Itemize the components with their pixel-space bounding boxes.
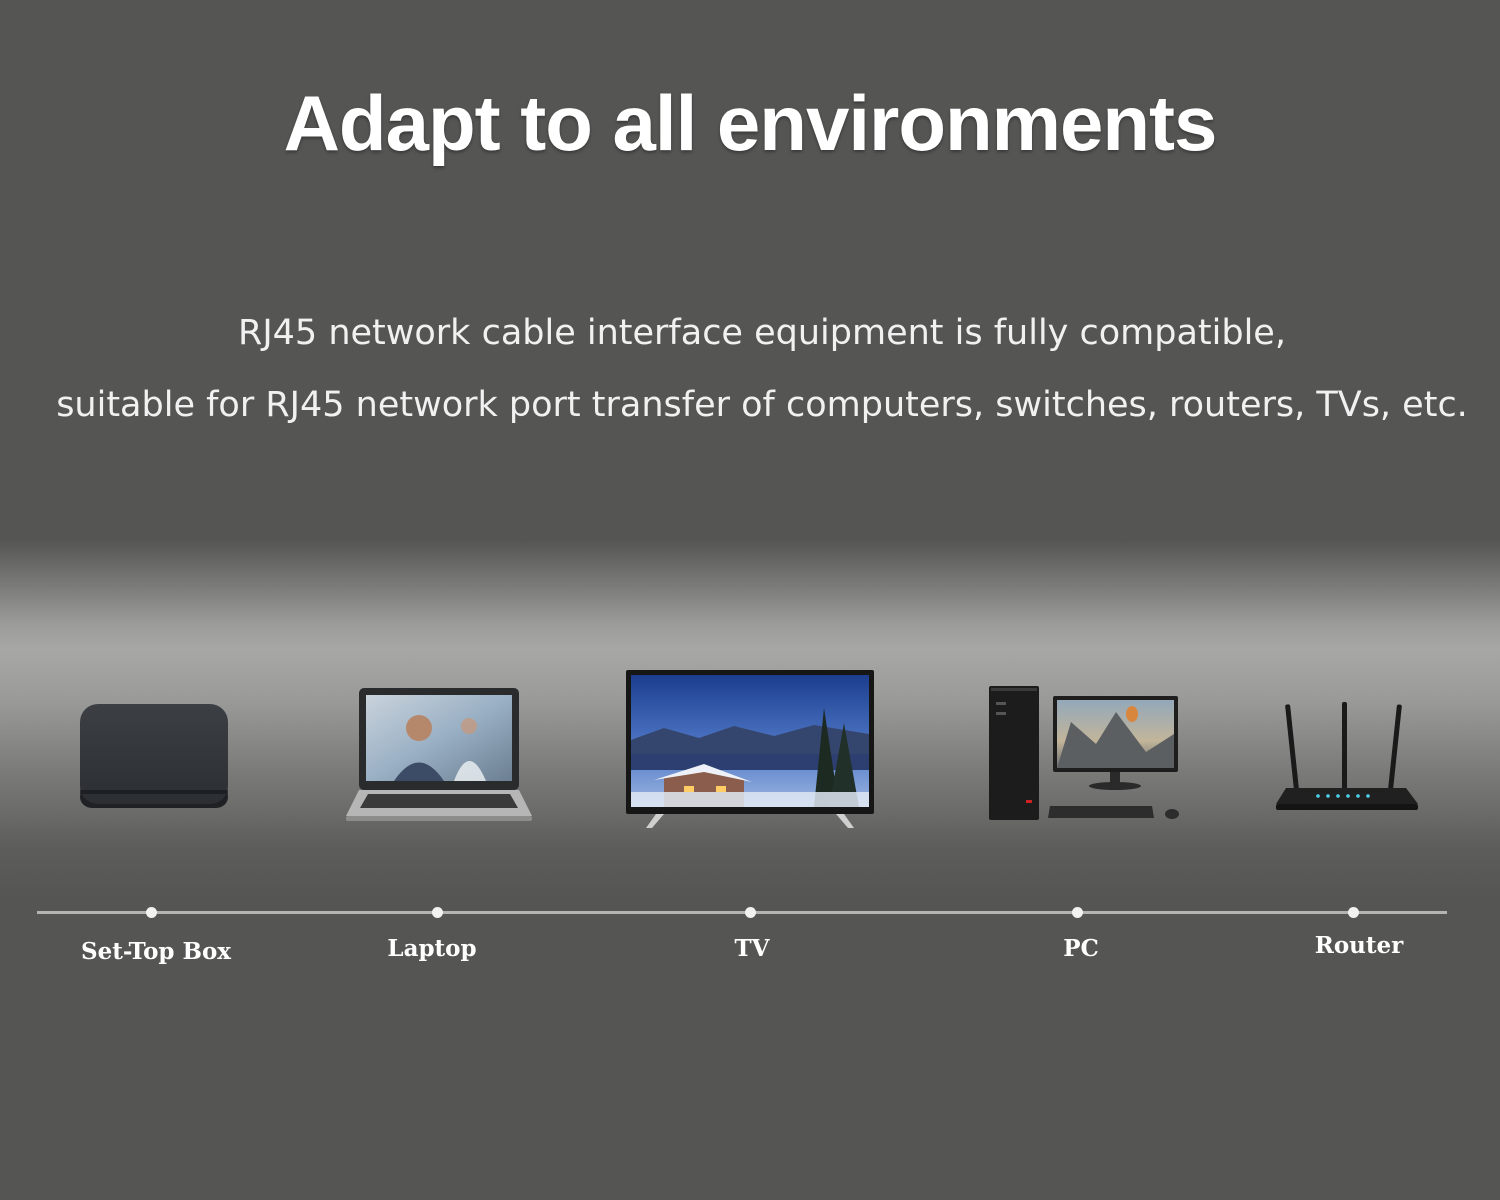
timeline-dot-tv — [745, 907, 756, 918]
set-top-box-icon — [78, 700, 230, 820]
label-router: Router — [1314, 932, 1404, 959]
timeline-dot-set-top-box — [146, 907, 157, 918]
label-tv: TV — [734, 935, 770, 962]
timeline-dot-laptop — [432, 907, 443, 918]
timeline-dot-pc — [1072, 907, 1083, 918]
desktop-pc-icon — [986, 682, 1182, 828]
page-title: Adapt to all environments — [283, 79, 1218, 167]
router-icon — [1272, 702, 1420, 818]
label-pc: PC — [1063, 935, 1099, 962]
laptop-icon — [344, 686, 534, 828]
tv-icon — [624, 668, 876, 836]
timeline-dot-router — [1348, 907, 1359, 918]
description-line-2: suitable for RJ45 network port transfer … — [56, 385, 1468, 425]
timeline-line — [37, 911, 1447, 914]
label-set-top-box: Set-Top Box — [80, 938, 232, 965]
description-line-1: RJ45 network cable interface equipment i… — [238, 313, 1286, 353]
label-laptop: Laptop — [387, 935, 477, 962]
